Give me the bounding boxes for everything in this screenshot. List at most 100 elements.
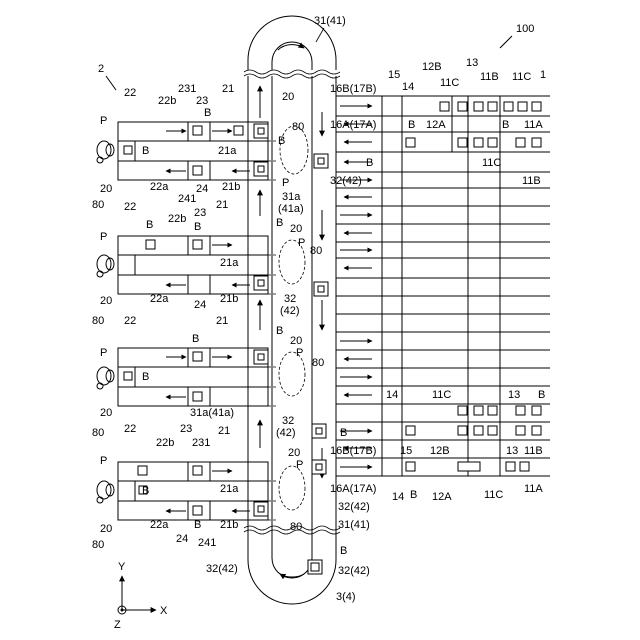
- label-P-r1: P: [282, 177, 289, 189]
- label-15-low: 15: [400, 445, 412, 457]
- label-B-s1b: B: [142, 145, 149, 157]
- label-23-s4: 23: [180, 423, 192, 435]
- label-11B-mid: 11B: [522, 175, 541, 187]
- label-axis-y: Y: [118, 561, 126, 573]
- label-P-s2: P: [100, 231, 107, 243]
- label-80-r2: 80: [310, 245, 322, 257]
- label-21b-s2: 21b: [220, 293, 238, 305]
- label-1: 1: [540, 69, 546, 81]
- label-21-s2: 21: [216, 199, 228, 211]
- label-22a-s2: 22a: [150, 293, 169, 305]
- label-80-s2: 80: [92, 315, 104, 327]
- station-4: [97, 462, 276, 520]
- label-P-r3: P: [296, 347, 303, 359]
- label-16A-17A-low: 16A(17A): [330, 483, 376, 495]
- label-80-s3: 80: [92, 427, 104, 439]
- label-41a-r1: (41a): [278, 203, 304, 215]
- label-B-s4: B: [142, 485, 149, 497]
- label-24-s2: 24: [194, 299, 206, 311]
- label-B-low1: B: [538, 389, 545, 401]
- label-80-r1: 80: [292, 121, 304, 133]
- label-20-r3: 20: [290, 335, 302, 347]
- label-42-r3: (42): [276, 427, 296, 439]
- label-14-bottom: 14: [392, 491, 404, 503]
- label-B-s2b: B: [194, 221, 201, 233]
- label-14-top: 14: [402, 81, 414, 93]
- label-20-s3: 20: [100, 407, 112, 419]
- label-31-41-top: 31(41): [314, 15, 346, 27]
- label-B-low2: B: [340, 427, 347, 439]
- label-B-s1a: B: [204, 107, 211, 119]
- label-B-s3c: B: [276, 325, 283, 337]
- label-P-s4: P: [100, 455, 107, 467]
- label-13-top: 13: [466, 57, 478, 69]
- label-32-42-bottom-left: 32(42): [206, 563, 238, 575]
- label-11C-top1: 11C: [440, 77, 459, 89]
- label-B-s4b: B: [194, 519, 201, 531]
- label-241-s1: 241: [178, 193, 196, 205]
- label-B-bottom-rack: B: [410, 489, 417, 501]
- label-11C-low: 11C: [432, 389, 451, 401]
- label-241-s4: 241: [198, 537, 216, 549]
- storage-racks: [336, 96, 550, 476]
- label-3-4: 3(4): [336, 591, 356, 603]
- label-B-rack2: B: [502, 119, 509, 131]
- label-32-42-r4: 32(42): [338, 501, 370, 513]
- label-21b-s1: 21b: [222, 181, 240, 193]
- label-32-r2: 32: [284, 293, 296, 305]
- label-13-low2: 13: [506, 445, 518, 457]
- label-31a-inline: 31a(41a): [190, 407, 234, 419]
- label-21a-s4: 21a: [220, 483, 239, 495]
- label-22-s3: 22: [124, 315, 136, 327]
- label-B-s3a: B: [192, 333, 199, 345]
- label-20-r4: 20: [288, 447, 300, 459]
- label-80-r3: 80: [312, 357, 324, 369]
- label-21a-s1: 21a: [218, 145, 237, 157]
- label-22b-s1: 22b: [158, 95, 176, 107]
- label-21b-s4: 21b: [220, 519, 238, 531]
- station-2: [97, 236, 276, 294]
- label-32-r3: 32: [282, 415, 294, 427]
- coordinate-axes: [118, 576, 156, 614]
- label-16B-17B-low: 16B(17B): [330, 445, 376, 457]
- label-16A-17A-top: 16A(17A): [330, 119, 376, 131]
- label-32-42-bottom: 32(42): [338, 565, 370, 577]
- label-32-42-r1: 32(42): [330, 175, 362, 187]
- label-16B-17B-top: 16B(17B): [330, 83, 376, 95]
- label-B-r1: B: [278, 135, 285, 147]
- label-20-r1: 20: [282, 91, 294, 103]
- station-1: [97, 122, 276, 180]
- label-100: 100: [516, 23, 534, 35]
- label-12B-low: 12B: [430, 445, 450, 457]
- label-P-r2: P: [298, 237, 305, 249]
- label-11B-low: 11B: [524, 445, 543, 457]
- transfer-devices: [312, 154, 328, 474]
- label-22-s1: 22: [124, 87, 136, 99]
- label-B-s3b: B: [142, 371, 149, 383]
- label-22-s2: 22: [124, 201, 136, 213]
- label-24-s4: 24: [176, 533, 188, 545]
- label-B-r2: B: [276, 217, 283, 229]
- label-22-s4: 22: [124, 423, 136, 435]
- label-20-s2: 20: [100, 295, 112, 307]
- label-20-r2: 20: [290, 223, 302, 235]
- label-23-s2: 23: [194, 207, 206, 219]
- label-22b-s2: 22b: [168, 213, 186, 225]
- label-31-41-bottom: 31(41): [338, 519, 370, 531]
- label-11A-low: 11A: [524, 483, 543, 495]
- label-B-bottom: B: [340, 545, 347, 557]
- label-12A-top: 12A: [426, 119, 446, 131]
- label-12A-low: 12A: [432, 491, 452, 503]
- label-B-rack1: B: [408, 119, 415, 131]
- label-22b-s4: 22b: [156, 437, 174, 449]
- label-axis-z: Z: [114, 619, 121, 631]
- label-21-s3: 21: [216, 315, 228, 327]
- label-2: 2: [98, 63, 104, 75]
- label-42-r2: (42): [280, 305, 300, 317]
- label-21a-s2: 21a: [220, 257, 239, 269]
- label-B-transfer1: B: [366, 157, 373, 169]
- station-3: [97, 348, 276, 406]
- label-24-s1: 24: [196, 183, 208, 195]
- label-21-s4: 21: [218, 425, 230, 437]
